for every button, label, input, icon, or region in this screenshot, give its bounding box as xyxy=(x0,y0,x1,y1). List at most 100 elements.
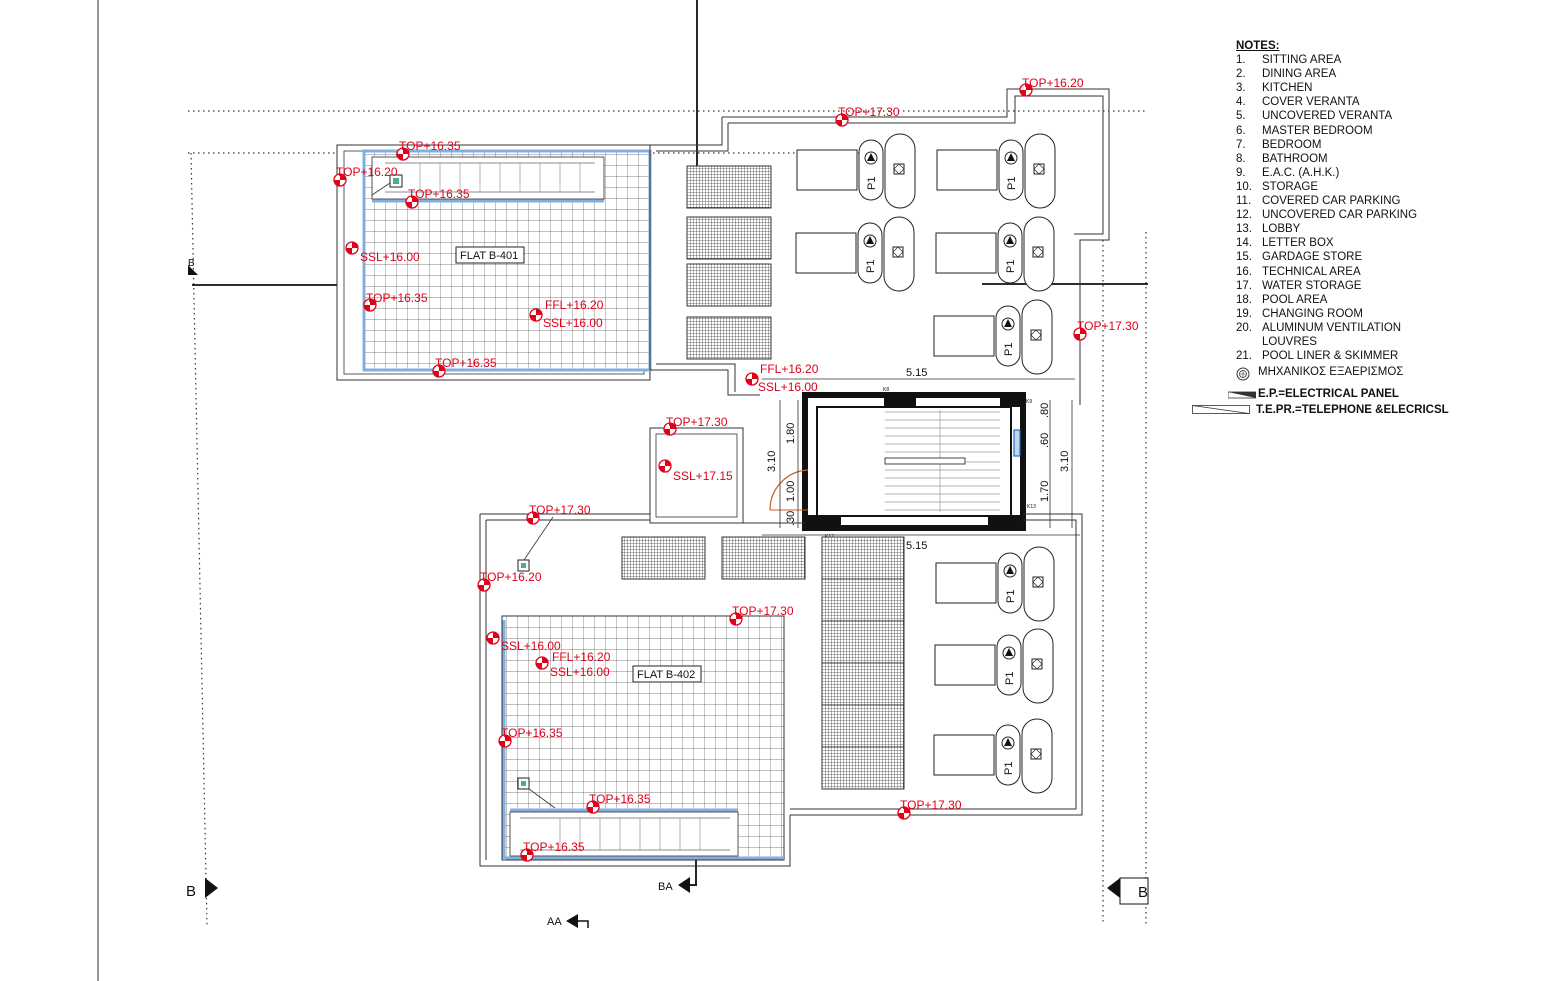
note-item: 8. BATHROOM xyxy=(1236,152,1536,166)
svg-text:TOP+16.20: TOP+16.20 xyxy=(480,570,542,584)
note-text: LOUVRES xyxy=(1262,335,1317,348)
equipment-k8: K8 xyxy=(883,387,889,393)
note-number: 5. xyxy=(1236,110,1246,123)
note-number: 16. xyxy=(1236,265,1252,278)
telephone-panel-icon xyxy=(1192,405,1256,415)
note-number: 18. xyxy=(1236,293,1252,306)
section-ba: BA xyxy=(658,881,673,893)
svg-text:P1: P1 xyxy=(1003,343,1015,356)
note-text: CHANGING ROOM xyxy=(1262,307,1363,320)
note-text: COVERED CAR PARKING xyxy=(1262,195,1401,208)
note-text: SITTING AREA xyxy=(1262,54,1342,67)
svg-text:SSL+16.00: SSL+16.00 xyxy=(758,380,818,394)
note-number: 2. xyxy=(1236,68,1246,81)
note-text: KITCHEN xyxy=(1262,82,1313,95)
section-aa: AA xyxy=(547,916,562,928)
upper-pool-area xyxy=(650,88,1110,405)
section-b-bottom-left: B xyxy=(186,883,196,900)
note-number: 10. xyxy=(1236,180,1252,193)
svg-text:TOP+17.30: TOP+17.30 xyxy=(529,503,591,517)
note-text: POOL LINER & SKIMMER xyxy=(1262,350,1399,363)
dim-width-top: 5.15 xyxy=(906,367,927,379)
svg-text:TOP+16.35: TOP+16.35 xyxy=(399,139,461,153)
note-text: STORAGE xyxy=(1262,180,1319,193)
telephone-label: T.E.PR.=TELEPHONE &ELECRICSL xyxy=(1256,404,1449,417)
note-number: 13. xyxy=(1236,223,1252,236)
svg-text:P1: P1 xyxy=(1005,590,1017,603)
note-item: 9.E.A.C. (A.H.K.) xyxy=(1236,166,1536,180)
note-text: DINING AREA xyxy=(1262,68,1337,81)
svg-text:SSL+16.00: SSL+16.00 xyxy=(360,250,420,264)
equipment-k9: K9 xyxy=(1026,399,1032,405)
flat-b402-label: FLAT B-402 xyxy=(637,669,695,681)
svg-text:FFL+16.20: FFL+16.20 xyxy=(545,298,604,312)
note-text: UNCOVERED CAR PARKING xyxy=(1262,209,1418,222)
electrical-panel-icon xyxy=(1227,389,1258,399)
louvres-upper xyxy=(686,165,772,360)
svg-text:SSL+16.00: SSL+16.00 xyxy=(543,316,603,330)
svg-text:P1: P1 xyxy=(1004,672,1016,685)
note-number: 19. xyxy=(1236,307,1252,320)
svg-text:P1: P1 xyxy=(865,260,877,273)
note-number: 12. xyxy=(1236,209,1252,222)
flat-b402-terrace: FLAT B-402 xyxy=(501,516,785,861)
flat-b401-label: FLAT B-401 xyxy=(460,250,518,262)
note-number: 21. xyxy=(1236,350,1252,363)
level-markers: TOP+16.20 TOP+17.30 TOP+16.35 TOP+16.20 … xyxy=(333,76,1139,862)
note-item: 2. DINING AREA xyxy=(1236,67,1536,81)
dim-80: .80 xyxy=(1039,403,1051,418)
svg-text:P1: P1 xyxy=(866,177,878,190)
note-item: 21. POOL LINER & SKIMMER xyxy=(1236,349,1536,363)
fan-icon xyxy=(1236,367,1258,381)
svg-text:P1: P1 xyxy=(1005,260,1017,273)
note-item: 5. UNCOVERED VERANTA xyxy=(1236,109,1536,123)
note-item: 16.TECHNICAL AREA xyxy=(1236,265,1536,279)
note-text: POOL AREA xyxy=(1262,293,1328,306)
note-item: 1. SITTING AREA xyxy=(1236,53,1536,67)
louvres-lower xyxy=(621,536,905,790)
mechanical-vent-label: ΜΗΧΑΝΙΚΟΣ ΕΞΑΕΡΙΣΜΟΣ xyxy=(1258,366,1404,379)
dim-width-bottom: 5.15 xyxy=(906,540,927,552)
note-text: ALUMINUM VENTILATION xyxy=(1262,321,1402,334)
note-text: BEDROOM xyxy=(1262,138,1322,151)
note-text: E.A.C. (A.H.K.) xyxy=(1262,166,1340,179)
svg-text:TOP+16.35: TOP+16.35 xyxy=(435,356,497,370)
note-number: 4. xyxy=(1236,96,1246,109)
note-number: 7. xyxy=(1236,138,1246,151)
note-item: 3.KITCHEN xyxy=(1236,81,1536,95)
note-item: 18. POOL AREA xyxy=(1236,293,1536,307)
note-number: 15. xyxy=(1236,251,1252,264)
svg-text:SSL+16.00: SSL+16.00 xyxy=(550,665,610,679)
note-number: 1. xyxy=(1236,54,1246,67)
equipment-k13: K13 xyxy=(1027,504,1036,510)
dim-310-right: 3.10 xyxy=(1059,451,1071,472)
legend-mechanical-vent: ΜΗΧΑΝΙΚΟΣ ΕΞΑΕΡΙΣΜΟΣ xyxy=(1236,365,1536,381)
p1-labels: P1 P1 P1 P1 P1 P1 P1 P1 xyxy=(865,177,1018,775)
svg-text:TOP+16.35: TOP+16.35 xyxy=(523,840,585,854)
note-number: 6. xyxy=(1236,124,1246,137)
svg-text:SSL+17.15: SSL+17.15 xyxy=(673,469,733,483)
note-number: 11. xyxy=(1236,195,1252,208)
note-text: UNCOVERED VERANTA xyxy=(1262,110,1393,123)
note-item: 10. STORAGE xyxy=(1236,180,1536,194)
dim-60: .60 xyxy=(1039,433,1051,448)
note-text: BATHROOM xyxy=(1262,152,1328,165)
svg-text:TOP+16.20: TOP+16.20 xyxy=(1022,76,1084,90)
dim-100: 1.00 xyxy=(785,481,797,502)
note-item: 4.COVER VERANTA xyxy=(1236,95,1536,109)
svg-text:TOP+17.30: TOP+17.30 xyxy=(900,798,962,812)
lower-pool-area xyxy=(479,513,1083,867)
note-text: WATER STORAGE xyxy=(1262,279,1362,292)
note-text: GARDAGE STORE xyxy=(1262,251,1363,264)
dim-310-left: 3.10 xyxy=(766,451,778,472)
dim-180: 1.80 xyxy=(785,423,797,444)
note-item: 6.MASTER BEDROOM xyxy=(1236,124,1536,138)
note-number: 8. xyxy=(1236,152,1246,165)
svg-text:FFL+16.20: FFL+16.20 xyxy=(760,362,819,376)
note-item: 15. GARDAGE STORE xyxy=(1236,250,1536,264)
note-item: 17.WATER STORAGE xyxy=(1236,279,1536,293)
note-item: 19. CHANGING ROOM xyxy=(1236,307,1536,321)
electrical-panel-label: E.P.=ELECTRICAL PANEL xyxy=(1258,388,1399,401)
